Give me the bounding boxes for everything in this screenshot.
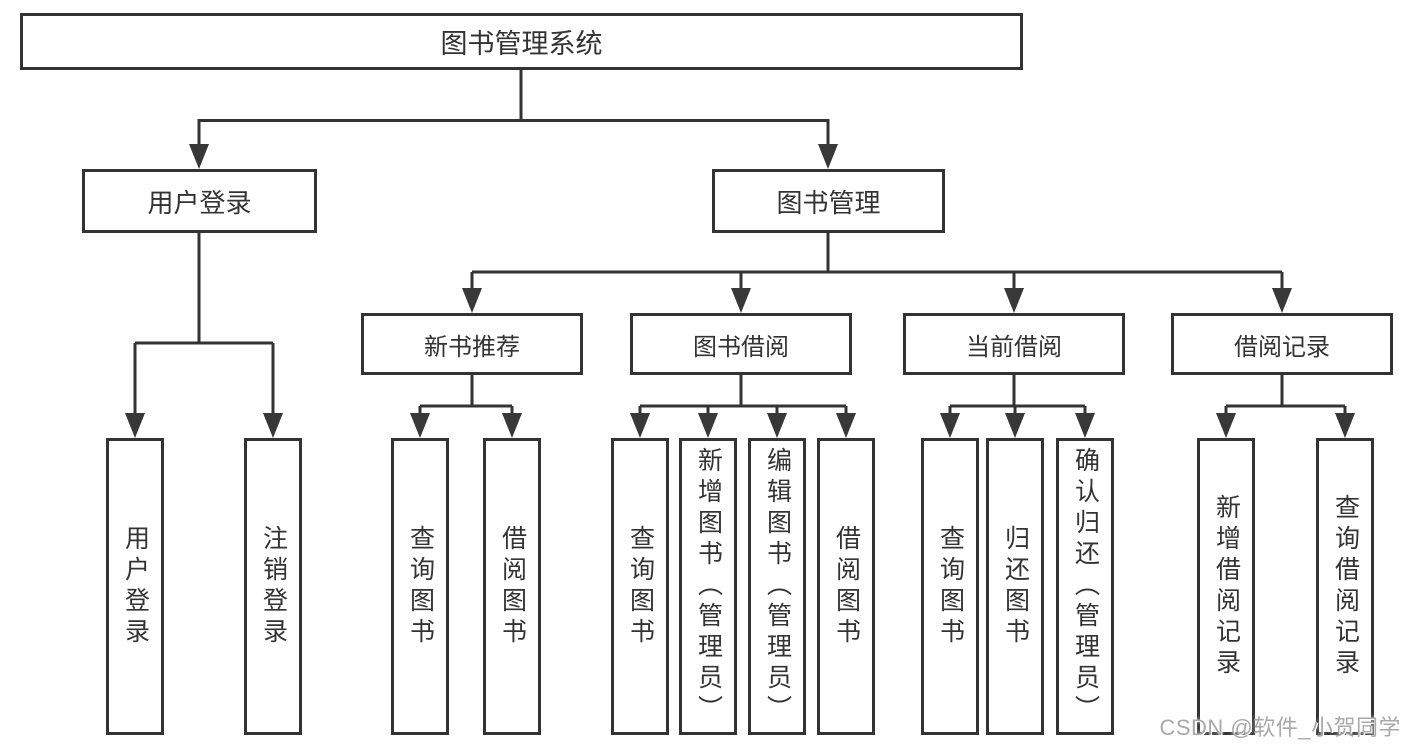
node-label: 查询借阅记录	[1331, 493, 1360, 680]
node-label: 查询图书	[936, 524, 965, 649]
node-label: 确认归还（管理员）	[1071, 447, 1100, 726]
node-add-borrow-record: 新增借阅记录	[1197, 438, 1255, 735]
node-book-management: 图书管理	[712, 169, 945, 233]
node-confirm-return-admin: 确认归还（管理员）	[1056, 438, 1114, 735]
node-label: 查询图书	[406, 524, 435, 649]
connector-new-book-recommendation-to-children	[410, 375, 522, 438]
connector-user-login-to-children	[125, 233, 283, 438]
node-library-management-system: 图书管理系统	[20, 13, 1023, 70]
node-label: 借阅图书	[832, 524, 861, 649]
node-query-books-borrowing: 查询图书	[611, 438, 669, 735]
node-current-borrowing: 当前借阅	[903, 313, 1125, 375]
connector-root-to-level2	[189, 69, 838, 169]
connector-borrowing-records-to-children	[1216, 375, 1355, 438]
node-query-books-recommend: 查询图书	[391, 438, 449, 735]
connector-book-borrowing-to-children	[630, 375, 856, 438]
node-borrow-books-recommend: 借阅图书	[483, 438, 541, 735]
node-borrowing-records: 借阅记录	[1171, 313, 1393, 375]
node-label: 新增借阅记录	[1212, 493, 1241, 680]
node-label: 新增图书（管理员）	[694, 447, 723, 726]
node-label: 借阅图书	[498, 524, 527, 649]
node-query-books-current: 查询图书	[921, 438, 979, 735]
node-label: 注销登录	[259, 524, 288, 649]
csdn-watermark: CSDN @软件_小贺同学	[1159, 715, 1401, 740]
node-borrow-books-borrowing: 借阅图书	[817, 438, 875, 735]
node-new-book-recommendation: 新书推荐	[361, 313, 583, 375]
node-query-borrow-record: 查询借阅记录	[1316, 438, 1374, 735]
node-user-login-action: 用户登录	[106, 438, 164, 735]
node-label: 归还图书	[1001, 524, 1030, 649]
connector-book-management-to-level3	[462, 233, 1292, 313]
connector-current-borrowing-to-children	[940, 375, 1095, 438]
node-label: 编辑图书（管理员）	[763, 447, 792, 726]
node-add-book-admin: 新增图书（管理员）	[679, 438, 737, 735]
node-label: 用户登录	[121, 524, 150, 649]
node-book-borrowing: 图书借阅	[630, 313, 852, 375]
node-edit-book-admin: 编辑图书（管理员）	[748, 438, 806, 735]
node-logout-action: 注销登录	[244, 438, 302, 735]
node-label: 查询图书	[626, 524, 655, 649]
node-return-books: 归还图书	[986, 438, 1044, 735]
node-user-login: 用户登录	[82, 169, 317, 233]
